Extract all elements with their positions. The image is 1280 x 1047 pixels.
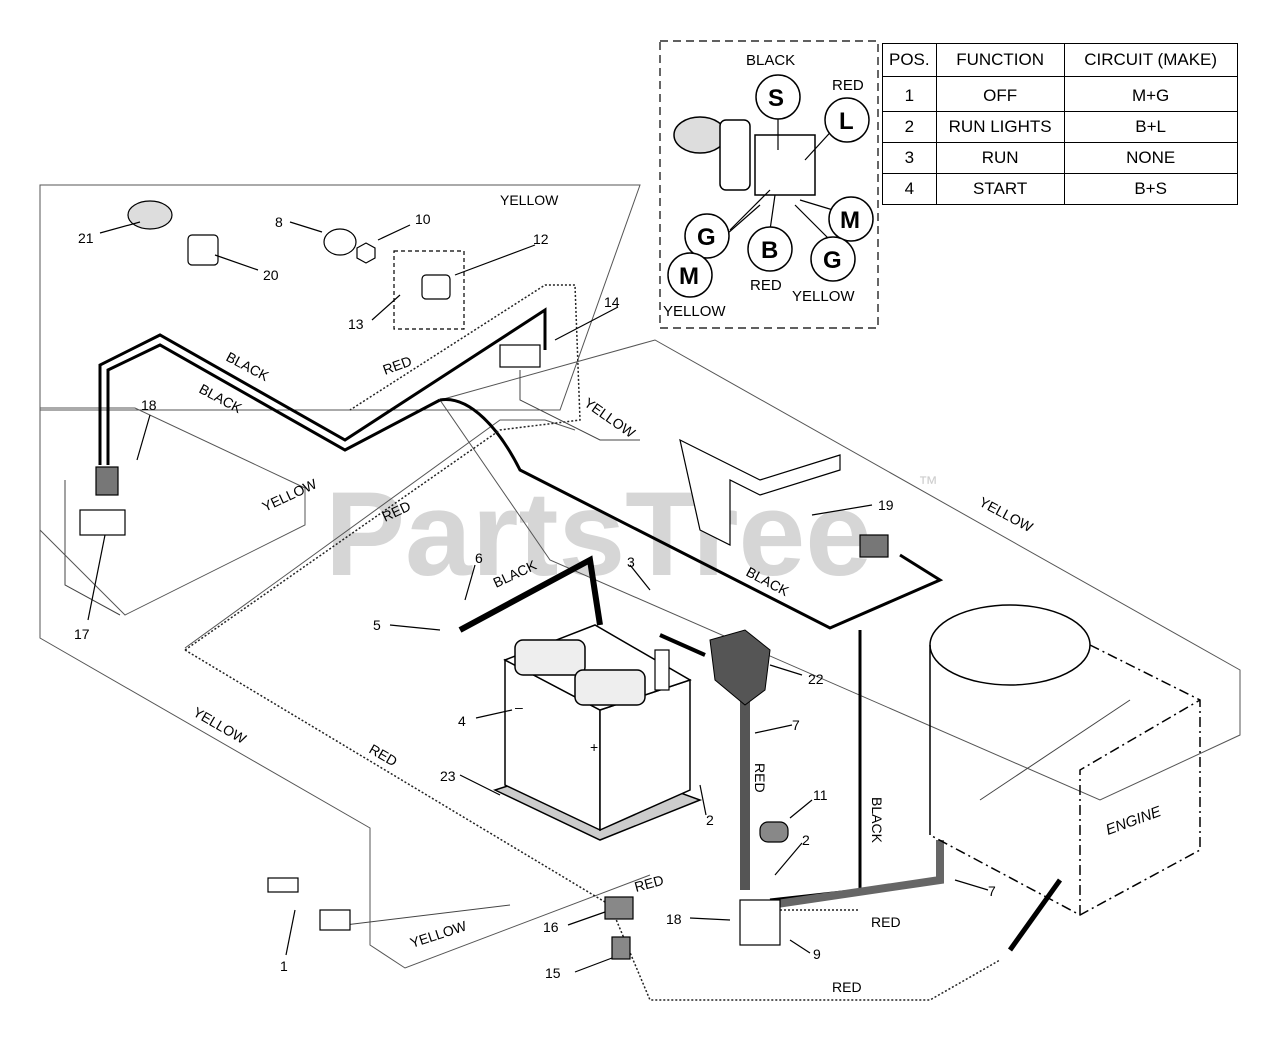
battery-cables [458,555,1063,952]
part-number: 7 [988,883,996,899]
part-number: 17 [74,626,90,642]
wire-label: RED [381,353,414,378]
solenoid-boot [709,629,771,706]
table-row: 1 OFF M+G [882,76,1238,112]
yellow-wires [64,370,1131,926]
wire-label: YELLOW [977,494,1037,536]
part-number: 6 [475,550,483,566]
table-row: 2 RUN LIGHTS B+L [882,111,1238,143]
part-number: 2 [706,812,714,828]
cell-pos: 2 [882,111,937,143]
terminal-b: B [761,237,778,264]
small-parts [79,200,889,960]
part-number: 12 [533,231,549,247]
terminal-m2: M [840,207,860,234]
wire-label: YELLOW [191,704,250,747]
switch-wire-yellow-left: YELLOW [663,303,726,320]
cell-function: START [935,173,1065,205]
part-number: 10 [415,211,431,227]
header-circuit: CIRCUIT (MAKE) [1063,43,1238,77]
engine [929,604,1201,916]
part-number: 22 [808,671,824,687]
part-numbers: 21 20 8 10 12 13 14 18 19 17 6 5 3 4 22 … [74,211,996,981]
part-number: 14 [604,294,620,310]
table-header-row: POS. FUNCTION CIRCUIT (MAKE) [882,43,1238,77]
terminal-l: L [839,108,854,135]
part-number: 7 [792,717,800,733]
switch-position-table: POS. FUNCTION CIRCUIT (MAKE) 1 OFF M+G 2… [882,43,1238,205]
watermark-trademark: ™ [918,473,938,495]
cell-pos: 3 [882,142,937,174]
part-number: 19 [878,497,894,513]
switch-wire-red-top: RED [832,77,864,94]
switch-wire-yellow-right: YELLOW [792,288,855,305]
part-number: 16 [543,919,559,935]
wire-label: BLACK [197,381,246,417]
terminal-s: S [768,85,784,112]
leader-lines [87,221,989,973]
cell-function: RUN LIGHTS [935,111,1065,143]
terminal-m1: M [679,263,699,290]
part-number: 1 [280,958,288,974]
battery [492,624,703,841]
part-number: 15 [545,965,561,981]
switch-wire-black: BLACK [746,52,795,69]
wire-label: RED [752,763,768,793]
part-number: 20 [263,267,279,283]
battery-minus: – [515,699,523,715]
part-number: 5 [373,617,381,633]
wire-label: RED [832,979,862,995]
ignition-switch [673,116,816,196]
wire-label: BLACK [869,797,885,844]
cell-circuit: B+L [1063,111,1238,143]
part-number: 13 [348,316,364,332]
part-number: 8 [275,214,283,230]
table-row: 3 RUN NONE [882,142,1238,174]
cell-function: OFF [935,76,1065,112]
wire-label: RED [871,914,901,930]
cell-circuit: NONE [1063,142,1238,174]
part-number: 2 [802,832,810,848]
wire-label: BLACK [224,349,273,385]
cell-function: RUN [935,142,1065,174]
cell-circuit: B+S [1063,173,1238,205]
cell-circuit: M+G [1063,76,1238,112]
switch-detail-frame [659,40,879,329]
cell-pos: 1 [882,76,937,112]
wire-label: YELLOW [408,917,469,950]
switch-terminals [667,74,874,298]
part-number: 3 [627,554,635,570]
header-pos: POS. [882,43,937,77]
terminal-g2: G [823,247,842,274]
part-number: 18 [666,911,682,927]
part-number: 9 [813,946,821,962]
engine-label: ENGINE [1104,803,1165,839]
part-number: 21 [78,230,94,246]
part-number: 11 [813,787,828,803]
wire-label: RED [633,872,666,895]
terminal-g1: G [697,224,716,251]
switch-wire-red-bottom: RED [750,277,782,294]
table-row: 4 START B+S [882,173,1238,205]
header-function: FUNCTION [935,43,1065,77]
part-number: 18 [141,397,157,413]
cell-pos: 4 [882,173,937,205]
battery-plus: + [590,739,598,755]
panel-outlines [39,184,1241,969]
part-number: 23 [440,768,456,784]
wire-label: RED [367,741,401,770]
wire-label: YELLOW [581,394,639,441]
part-number: 4 [458,713,466,729]
wire-label: YELLOW [500,192,559,208]
